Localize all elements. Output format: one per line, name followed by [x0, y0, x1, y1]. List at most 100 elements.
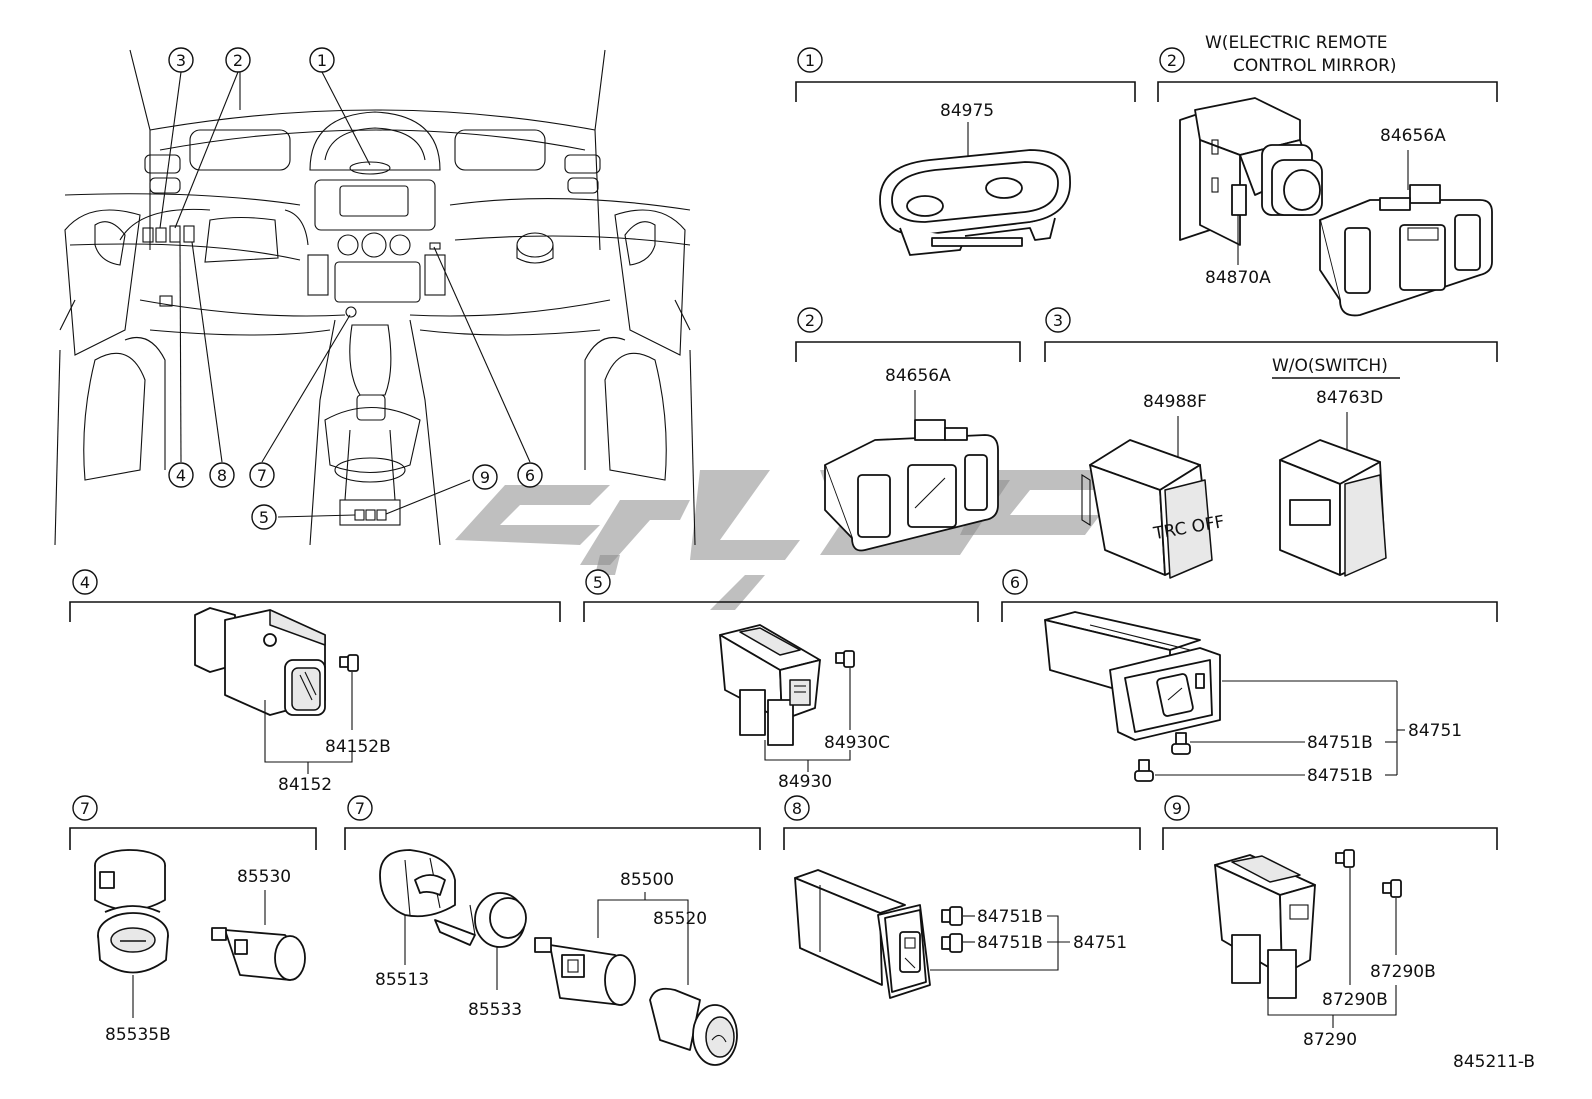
section-6-badge: 6	[1002, 569, 1028, 595]
svg-text:5: 5	[593, 573, 603, 592]
svg-text:5: 5	[259, 508, 269, 527]
svg-text:4: 4	[176, 466, 186, 485]
svg-text:7: 7	[355, 799, 365, 818]
section-1: 1 84975	[795, 47, 1136, 256]
section-2a-title-2: CONTROL MIRROR)	[1233, 56, 1397, 76]
part-84975-label[interactable]: 84975	[940, 101, 994, 121]
svg-text:9: 9	[480, 468, 490, 487]
dashboard-overview	[54, 49, 696, 546]
svg-text:2: 2	[1167, 51, 1177, 70]
part-84763D-label[interactable]: 84763D	[1316, 388, 1383, 408]
part-84751B-bulb-b	[1134, 759, 1154, 782]
part-87290B-bulb-a	[1335, 849, 1355, 868]
part-84870A-label[interactable]: 84870A	[1205, 268, 1271, 288]
svg-text:2: 2	[233, 51, 243, 70]
section-2a-badge: 2	[1159, 47, 1185, 73]
svg-text:4: 4	[80, 573, 90, 592]
svg-text:7: 7	[257, 466, 267, 485]
svg-text:8: 8	[217, 466, 227, 485]
part-87290-label[interactable]: 87290	[1303, 1030, 1357, 1050]
part-85530-plug	[211, 927, 306, 981]
diagram-code: 845211-B	[1453, 1052, 1535, 1072]
section-2b: 2 84656A	[795, 307, 1021, 552]
callout-6[interactable]: 6	[517, 462, 543, 488]
part-85535B-label[interactable]: 85535B	[105, 1025, 171, 1045]
part-84751B-label-6b[interactable]: 84751B	[1307, 766, 1373, 786]
part-84751-heater-switch	[1044, 611, 1221, 741]
part-84751-label-6[interactable]: 84751	[1408, 721, 1462, 741]
section-7a-badge: 7	[72, 795, 98, 821]
part-85500-socket	[534, 937, 636, 1006]
part-85520-lighter	[649, 987, 738, 1066]
part-84751B-label-6a[interactable]: 84751B	[1307, 733, 1373, 753]
svg-text:9: 9	[1172, 799, 1182, 818]
section-7a: 7 85535B 85530	[69, 795, 317, 1045]
section-8: 8 84751B 84751B 84751	[783, 795, 1141, 999]
section-9-badge: 9	[1164, 795, 1190, 821]
callout-9[interactable]: 9	[472, 464, 498, 490]
part-84152-switch	[194, 607, 326, 716]
part-87290-switch	[1214, 854, 1316, 999]
callout-5[interactable]: 5	[251, 504, 277, 530]
part-84751B-label-8b[interactable]: 84751B	[977, 933, 1043, 953]
part-84152-label[interactable]: 84152	[278, 775, 332, 795]
svg-text:1: 1	[317, 51, 327, 70]
section-4: 4 84152B 84152	[69, 569, 561, 795]
part-85533-label[interactable]: 85533	[468, 1000, 522, 1020]
part-84751B-bulb-c	[941, 906, 963, 926]
section-3-badge: 3	[1045, 307, 1071, 333]
callout-2[interactable]: 2	[225, 47, 251, 73]
part-84988F-label[interactable]: 84988F	[1143, 392, 1207, 412]
part-85513-bracket	[379, 849, 456, 918]
section-2b-badge: 2	[797, 307, 823, 333]
svg-text:2: 2	[805, 311, 815, 330]
part-85530-label[interactable]: 85530	[237, 867, 291, 887]
part-84656A-label-a[interactable]: 84656A	[1380, 126, 1446, 146]
svg-text:1: 1	[805, 51, 815, 70]
callout-7[interactable]: 7	[249, 462, 275, 488]
svg-text:7: 7	[80, 799, 90, 818]
svg-text:3: 3	[176, 51, 186, 70]
section-7b-badge: 7	[347, 795, 373, 821]
part-84975-bezel	[879, 149, 1071, 256]
part-84152B-label[interactable]: 84152B	[325, 737, 391, 757]
part-85513-label[interactable]: 85513	[375, 970, 429, 990]
callout-8[interactable]: 8	[209, 462, 235, 488]
section-6: 6 84751 84751B 84751B	[1001, 569, 1498, 786]
svg-text:6: 6	[1010, 573, 1020, 592]
part-84751-seat-heater-switch	[794, 869, 931, 999]
section-1-badge: 1	[797, 47, 823, 73]
section-3-subtitle: W/O(SWITCH)	[1272, 356, 1388, 376]
part-84763D-blank-switch	[1279, 439, 1387, 577]
svg-text:8: 8	[792, 799, 802, 818]
section-2a: 2 W(ELECTRIC REMOTE CONTROL MIRROR) 8487…	[1157, 33, 1498, 317]
watermark-logo	[455, 470, 1130, 610]
callout-4[interactable]: 4	[168, 462, 194, 488]
section-8-badge: 8	[784, 795, 810, 821]
part-84751-label-8[interactable]: 84751	[1073, 933, 1127, 953]
section-5: 5 84930C 84930	[583, 569, 979, 792]
part-84751B-bulb-d	[941, 933, 963, 953]
part-85520-label[interactable]: 85520	[653, 909, 707, 929]
part-84930C-label[interactable]: 84930C	[824, 733, 890, 753]
part-84656A-label-b[interactable]: 84656A	[885, 366, 951, 386]
part-84751B-label-8a[interactable]: 84751B	[977, 907, 1043, 927]
part-84870A-mirror-switch	[1179, 97, 1323, 246]
callout-3[interactable]: 3	[168, 47, 194, 73]
section-9: 9 87290B 87290B 87290	[1162, 795, 1498, 1050]
part-84656A-bezel-a	[1319, 184, 1493, 317]
part-85535B-socket	[94, 849, 169, 974]
svg-text:3: 3	[1053, 311, 1063, 330]
svg-text:6: 6	[525, 466, 535, 485]
section-7b: 7 85513 85533 85500 85520	[344, 795, 761, 1066]
part-84751B-bulb-a	[1171, 732, 1191, 755]
callout-1[interactable]: 1	[309, 47, 335, 73]
part-87290B-label-a[interactable]: 87290B	[1370, 962, 1436, 982]
part-87290B-label-b[interactable]: 87290B	[1322, 990, 1388, 1010]
overview-leaders	[159, 71, 531, 518]
part-87290B-bulb-b	[1382, 879, 1402, 898]
part-85500-label[interactable]: 85500	[620, 870, 674, 890]
part-84988F-trc-switch: TRC OFF	[1081, 439, 1226, 579]
part-84930-label[interactable]: 84930	[778, 772, 832, 792]
